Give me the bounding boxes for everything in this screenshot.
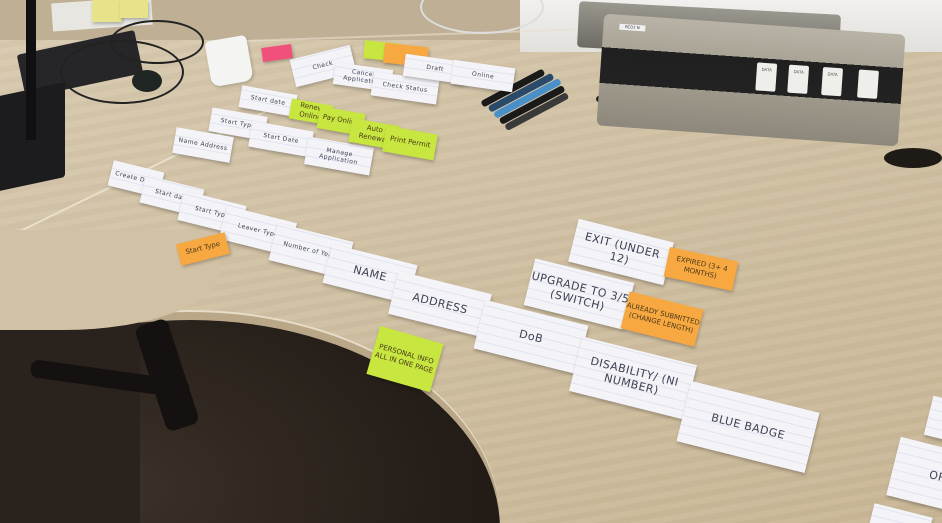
data-socket: DATA <box>755 62 778 92</box>
blank-socket <box>857 69 879 99</box>
cable-hole <box>884 148 942 168</box>
sticky-note <box>92 0 122 22</box>
cable <box>110 20 204 64</box>
mug <box>204 34 254 88</box>
data-socket: DATA <box>821 66 844 97</box>
power-strip-label: RC01 N <box>619 23 646 32</box>
laptop-screen <box>26 0 36 140</box>
sticky-note <box>120 0 148 18</box>
data-socket: DATA <box>787 64 810 94</box>
power-strip: RC01 N DATA DATA DATA <box>596 13 906 147</box>
